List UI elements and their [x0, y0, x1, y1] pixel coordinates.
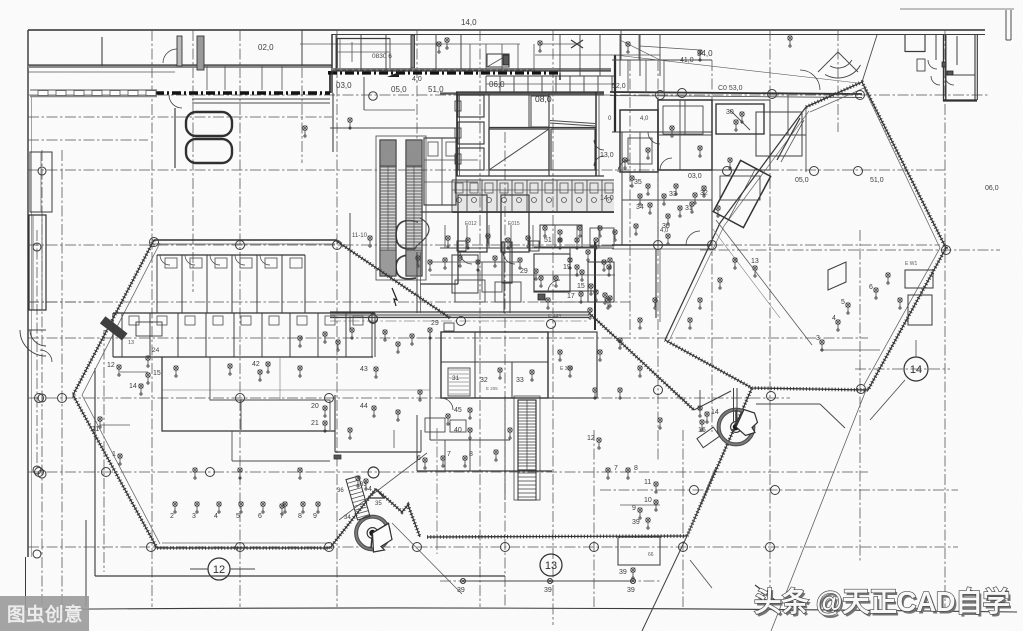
- svg-text:头条 @天正CAD自学: 头条 @天正CAD自学: [756, 589, 1012, 620]
- svg-text:头条 @天正CAD自学: 头条 @天正CAD自学: [754, 586, 1010, 617]
- svg-text:图虫创意: 图虫创意: [7, 604, 83, 625]
